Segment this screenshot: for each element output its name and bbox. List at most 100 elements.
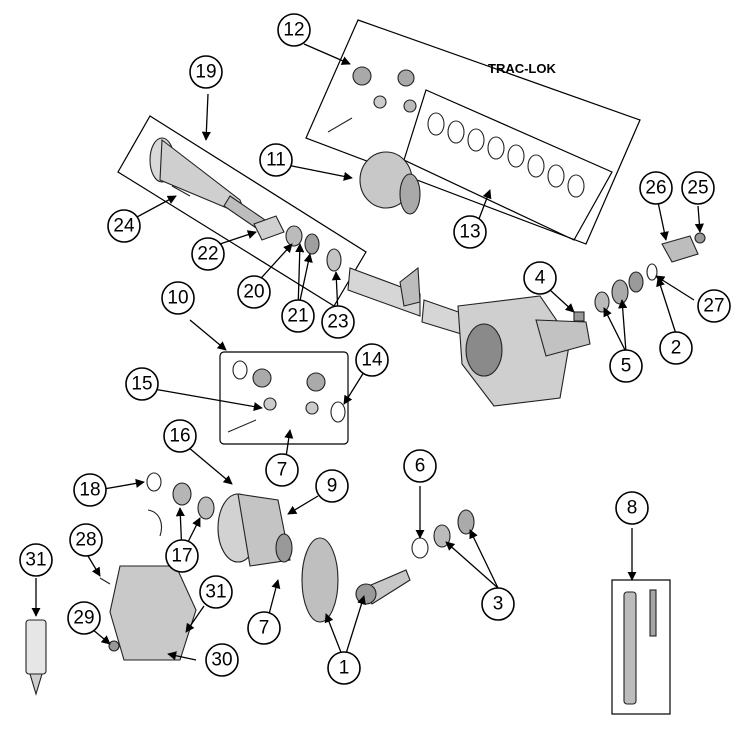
bearing-shim <box>146 472 162 492</box>
svg-text:3: 3 <box>493 594 504 615</box>
svg-text:17: 17 <box>171 546 192 567</box>
trac-lok-clutch-pack-box <box>403 89 613 241</box>
bearing-cap <box>147 509 163 537</box>
cover-bolt <box>99 577 111 585</box>
callout-31-cover: 31 <box>199 575 233 609</box>
pinion-inner-bearing <box>433 509 475 548</box>
svg-text:18: 18 <box>79 480 100 501</box>
pinion-bearings <box>594 279 629 313</box>
axle-seal <box>304 233 320 255</box>
retainer-plate <box>253 215 285 241</box>
callout-22: 22 <box>191 237 225 271</box>
differential-cover <box>109 565 197 661</box>
svg-text:1: 1 <box>339 658 350 679</box>
pinion-gear <box>355 569 411 605</box>
callout-24: 24 <box>107 209 141 243</box>
callout-20: 20 <box>237 275 271 309</box>
svg-text:16: 16 <box>169 426 190 447</box>
trac-lok-side-gears <box>327 66 417 133</box>
svg-text:26: 26 <box>645 178 666 199</box>
svg-text:22: 22 <box>197 244 218 265</box>
svg-text:4: 4 <box>535 268 546 289</box>
trac-lok-label: TRAC-LOK <box>488 61 556 76</box>
callout-21: 21 <box>281 299 315 333</box>
svg-text:31: 31 <box>25 550 46 571</box>
callout-3: 3 <box>481 587 515 621</box>
svg-text:23: 23 <box>327 312 348 333</box>
svg-text:14: 14 <box>361 350 383 371</box>
rtv-sealant-tube <box>25 619 47 696</box>
callout-2: 2 <box>659 331 693 365</box>
callout-7-lower: 7 <box>247 611 281 645</box>
svg-text:31: 31 <box>205 582 226 603</box>
pinion-washer <box>646 263 658 281</box>
svg-text:27: 27 <box>703 296 724 317</box>
svg-text:28: 28 <box>75 530 96 551</box>
axle-tube-seal <box>326 248 342 272</box>
axle-bearing <box>285 225 303 247</box>
svg-text:9: 9 <box>327 476 338 497</box>
callout-6: 6 <box>403 449 437 483</box>
callout-8: 8 <box>615 491 649 525</box>
axle-shaft <box>149 137 269 233</box>
callout-18: 18 <box>73 473 107 507</box>
callout-10: 10 <box>161 281 195 315</box>
svg-text:20: 20 <box>243 282 264 303</box>
trac-lok-kit-box <box>305 19 641 245</box>
svg-text:8: 8 <box>627 498 638 519</box>
callout-23: 23 <box>321 305 355 339</box>
callout-25: 25 <box>681 171 715 205</box>
svg-text:13: 13 <box>459 222 480 243</box>
callout-28: 28 <box>69 523 103 557</box>
pinion-yoke <box>661 235 699 263</box>
yoke-nut <box>694 232 706 244</box>
spreader-tool <box>623 589 657 705</box>
svg-text:12: 12 <box>283 20 304 41</box>
callout-26: 26 <box>639 171 673 205</box>
svg-text:19: 19 <box>195 62 216 83</box>
pinion-seal <box>628 271 644 293</box>
callout-13: 13 <box>453 215 487 249</box>
carrier-bearing <box>172 482 215 520</box>
tool-kit-box <box>611 579 671 715</box>
callout-15: 15 <box>125 367 159 401</box>
callout-31-sealant: 31 <box>19 543 53 577</box>
differential-gears <box>227 360 346 433</box>
svg-text:24: 24 <box>113 216 135 237</box>
svg-text:15: 15 <box>131 374 152 395</box>
pinion-depth-shim <box>411 537 429 559</box>
callout-17: 17 <box>165 539 199 573</box>
svg-text:5: 5 <box>621 356 632 377</box>
svg-text:2: 2 <box>671 338 682 359</box>
callout-27: 27 <box>697 289 731 323</box>
svg-text:7: 7 <box>259 618 270 639</box>
ring-gear <box>301 537 339 623</box>
svg-text:10: 10 <box>167 288 188 309</box>
carrier-case <box>217 493 293 567</box>
svg-text:11: 11 <box>266 150 286 171</box>
callout-12: 12 <box>277 13 311 47</box>
axle-housing <box>347 266 591 407</box>
svg-text:21: 21 <box>287 306 308 327</box>
svg-text:29: 29 <box>73 608 94 629</box>
callout-1: 1 <box>327 651 361 685</box>
callout-30: 30 <box>205 643 239 677</box>
callout-9: 9 <box>315 469 349 503</box>
callout-5: 5 <box>609 349 643 383</box>
callout-29: 29 <box>67 601 101 635</box>
callout-11: 11 <box>259 143 293 177</box>
svg-text:30: 30 <box>211 650 232 671</box>
callout-14: 14 <box>355 343 389 377</box>
pinion-nut <box>573 311 585 322</box>
svg-text:7: 7 <box>277 460 288 481</box>
callout-19: 19 <box>189 55 223 89</box>
axle-stud <box>171 185 191 197</box>
svg-text:25: 25 <box>687 178 708 199</box>
fill-plug <box>108 640 120 652</box>
svg-text:6: 6 <box>415 456 426 477</box>
callout-7-upper: 7 <box>265 453 299 487</box>
clutch-plates <box>427 112 585 198</box>
callout-16: 16 <box>163 419 197 453</box>
callout-4: 4 <box>523 261 557 295</box>
